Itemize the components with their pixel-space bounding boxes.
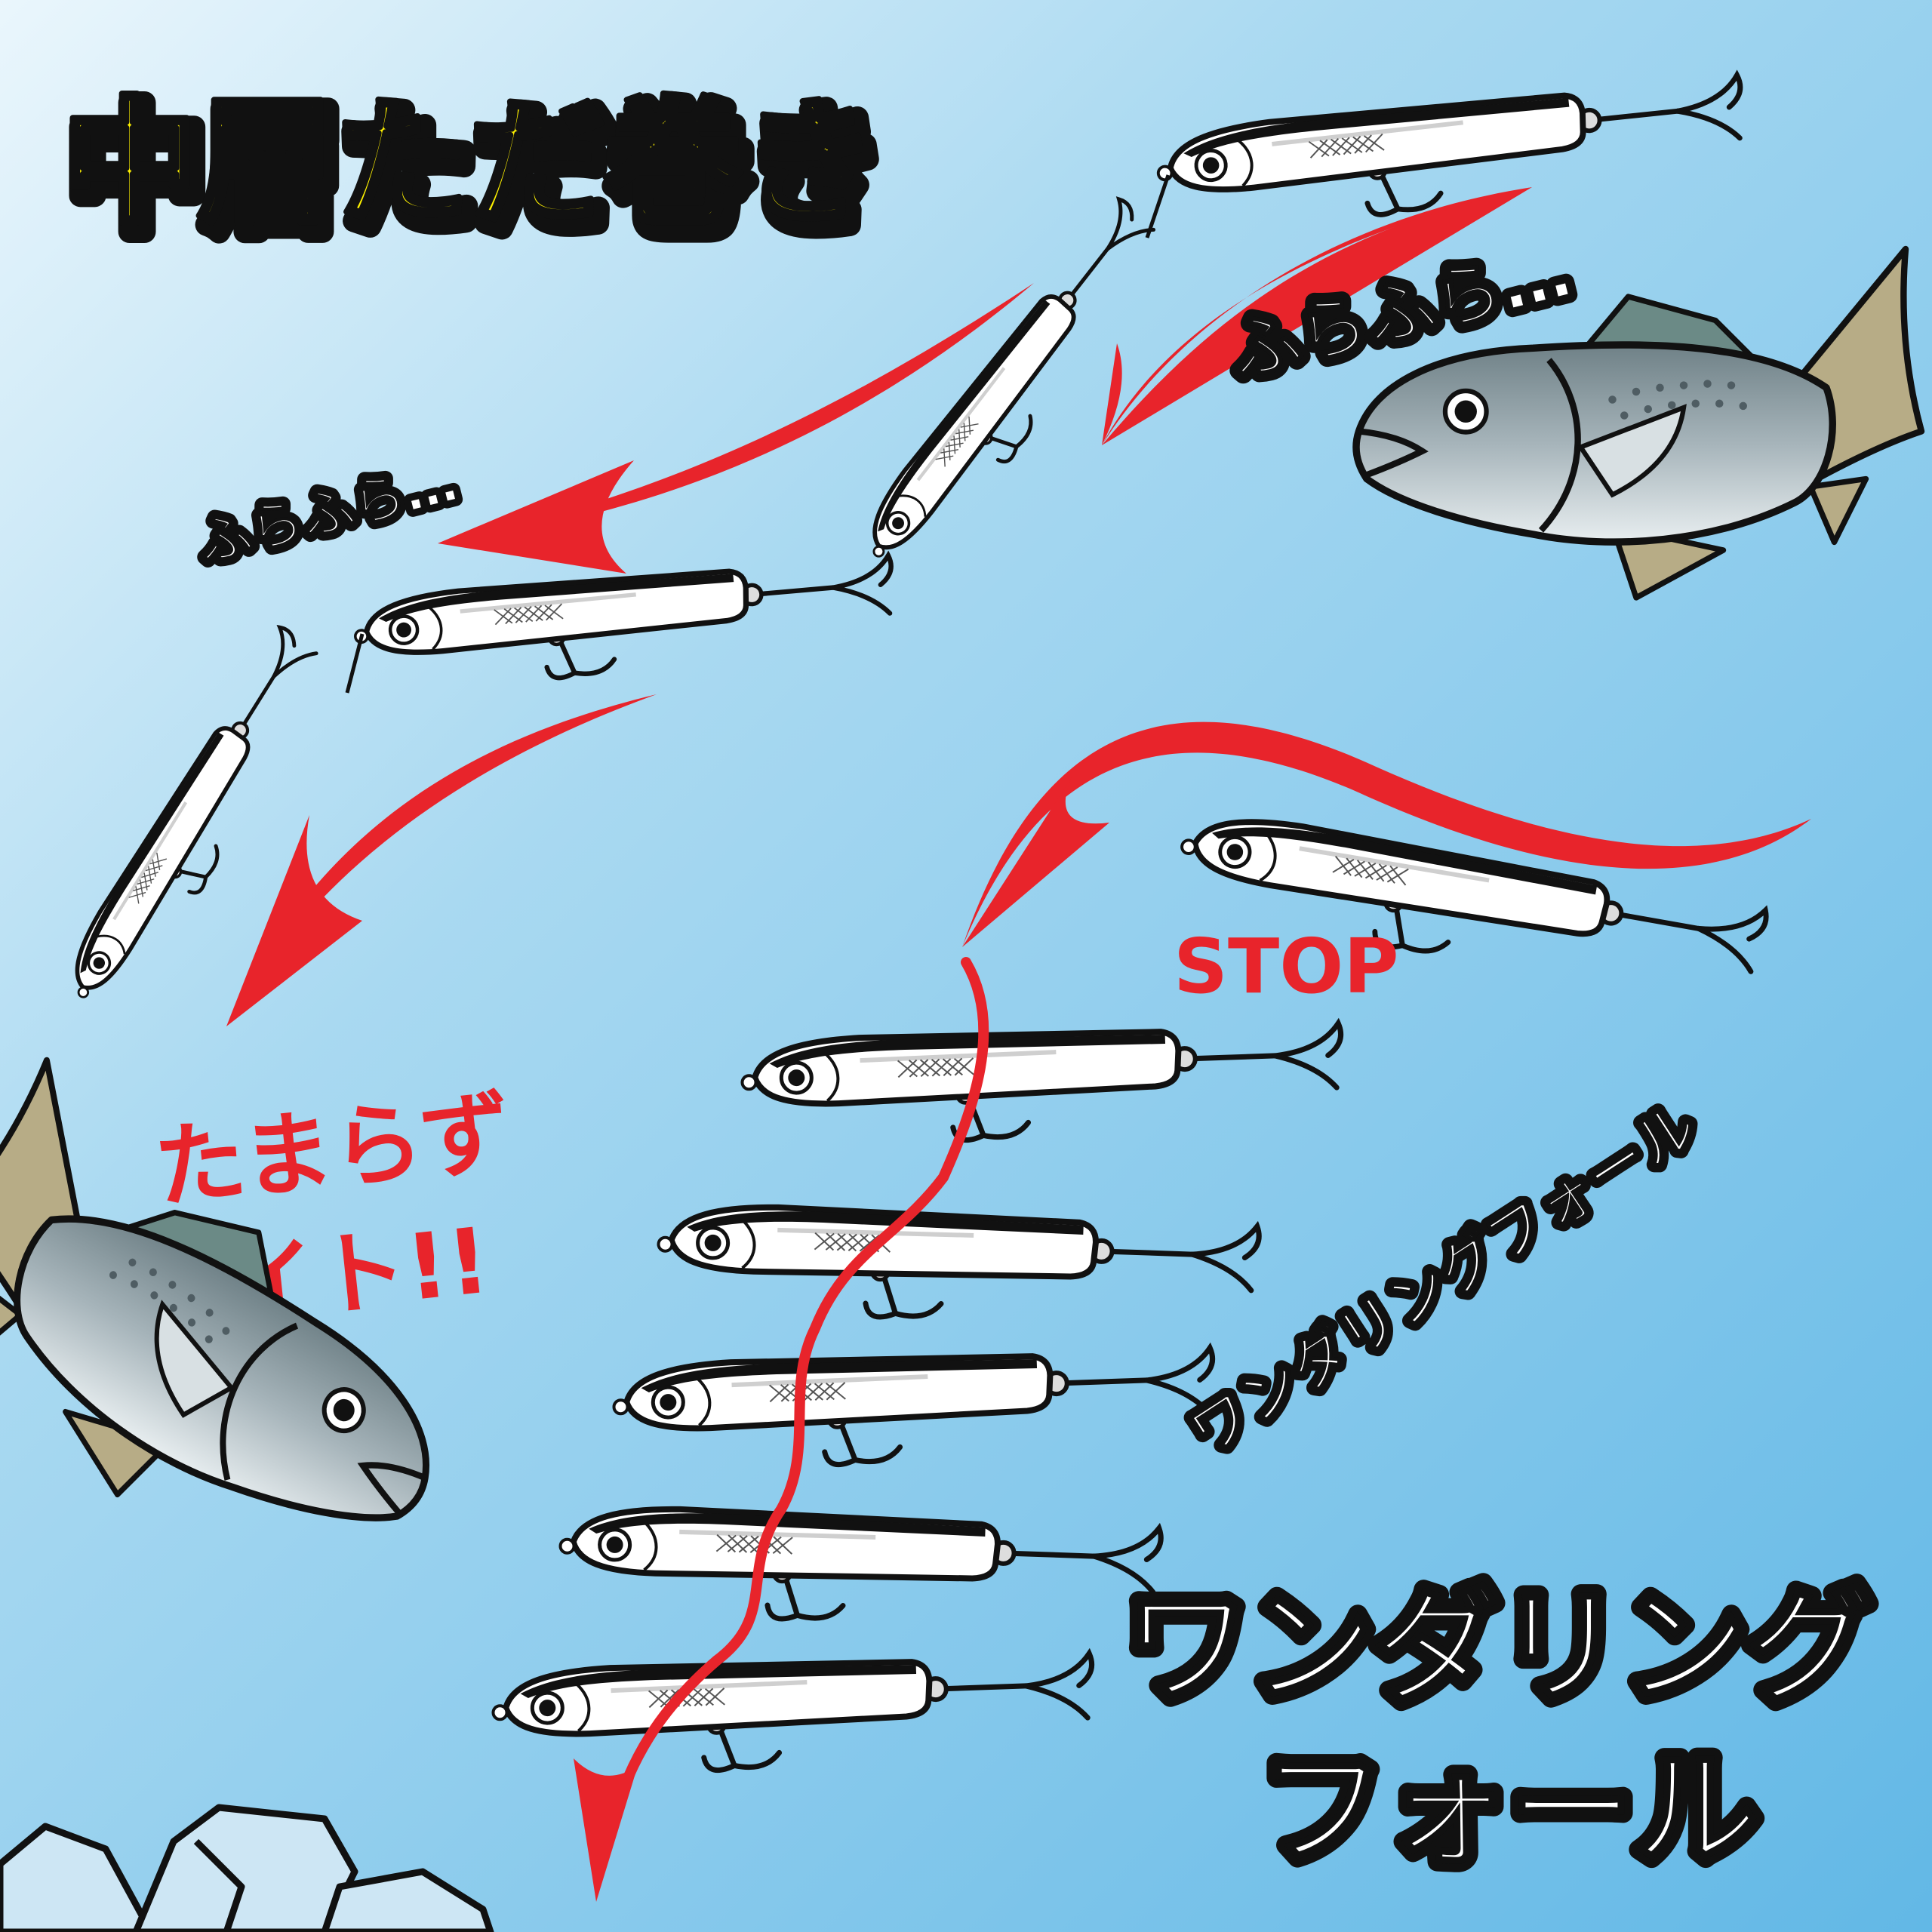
stop-label: STOP [1174,922,1399,1011]
fall-path-arrow [602,957,989,1847]
heading-line2: フォール [1260,1737,1758,1882]
title-group: 中層ただ巻き 中層ただ巻き [58,82,896,263]
arrow-icon [226,187,1532,1026]
heading-line1-outline: ワンダリング [1124,1575,1872,1720]
arrow-icon [962,721,1811,947]
heading-line2-outline: フォール [1260,1737,1758,1882]
page-title: 中層ただ巻き [62,85,877,242]
arrow-icon [574,1758,638,1902]
heading-line1: ワンダリング [1124,1575,1872,1720]
rock-icon [0,1804,494,1932]
page-title-outline: 中層ただ巻き [69,94,884,251]
